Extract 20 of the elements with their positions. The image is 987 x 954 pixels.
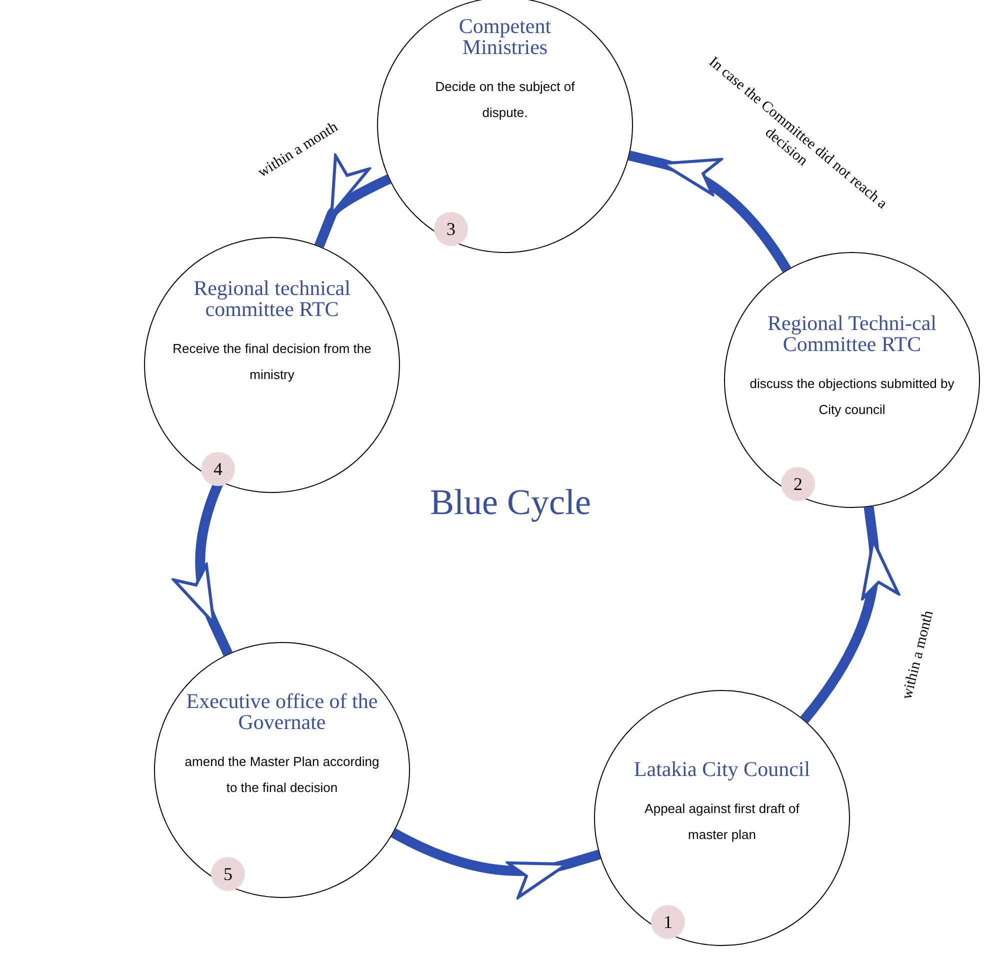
arrow (314, 154, 392, 248)
step-number: 1 (651, 905, 685, 939)
arrow (800, 506, 900, 724)
arrow (391, 828, 601, 899)
diagram-title: Blue Cycle (430, 481, 591, 524)
step-description: amend the Master Plan according to the final decision (184, 753, 380, 797)
step-heading: Regional technical committee RTC (192, 278, 352, 320)
step-description: discuss the objections submitted by City council (748, 375, 956, 419)
step-description: Appeal against first draft of master plan (644, 800, 800, 844)
step-number: 4 (201, 452, 235, 486)
step-number: 2 (781, 467, 815, 501)
step-number: 5 (211, 857, 245, 891)
step-description: Receive the final decision from the ministry (172, 340, 372, 384)
step-heading: Executive office of the Governate (185, 691, 379, 733)
step-description: Decide on the subject of dispute. (434, 78, 576, 122)
arrow (628, 150, 792, 272)
step-heading: Latakia City Council (632, 759, 812, 780)
step-heading: Competent Ministries (458, 16, 552, 58)
step-number: 3 (434, 212, 468, 246)
step-heading: Regional Techni-cal Committee RTC (766, 313, 938, 355)
